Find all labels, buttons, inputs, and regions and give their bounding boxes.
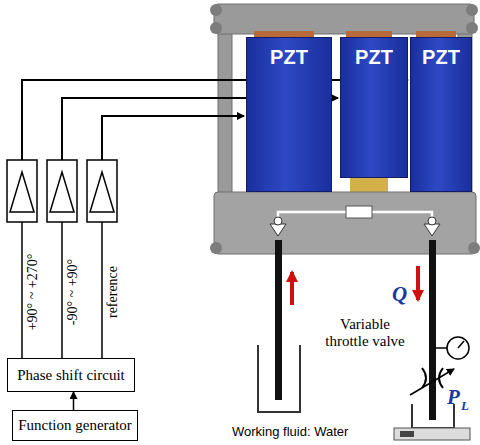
amplifier-box [87, 160, 117, 222]
piezo-stack: PZT [410, 37, 472, 192]
check-valve [270, 224, 286, 236]
signal-label: reference [106, 266, 120, 318]
phase-label: +90° ~ +270° [26, 254, 40, 331]
node-text: Function generator [18, 417, 132, 434]
top-plate [214, 4, 474, 34]
pump-chamber [346, 206, 372, 218]
circuit-box: Phase shift circuit [7, 358, 135, 392]
amplifier-box [47, 160, 77, 222]
valve-label: Variable throttle valve [320, 316, 410, 350]
node-text: PZT [247, 38, 331, 69]
amplifier-symbol [10, 172, 34, 212]
bolt [468, 242, 480, 254]
signal-arrow [73, 392, 75, 410]
node-text: PZT [411, 38, 471, 69]
signal-wire [101, 222, 103, 358]
piezo-stack: PZT [246, 37, 332, 192]
bolt [466, 22, 478, 34]
flow-arrow [290, 272, 294, 305]
pressure-gauge [447, 337, 469, 359]
scale-display [400, 431, 414, 437]
piezo-stack: PZT [340, 37, 408, 178]
valve-ball [274, 217, 282, 225]
outlet-pipe [429, 240, 436, 420]
node-text: PZT [341, 38, 407, 69]
inlet-pipe [275, 240, 282, 400]
pad [350, 178, 388, 192]
signal-wire [21, 222, 23, 358]
gauge-line [436, 347, 447, 349]
bolt [210, 4, 222, 16]
signal-wire [61, 222, 63, 358]
reservoir [258, 345, 300, 412]
node-text: Phase shift circuit [17, 367, 124, 384]
flow-symbol: Q [392, 282, 407, 307]
amplifier-symbol [90, 172, 114, 212]
amplifier-symbol [50, 172, 74, 212]
gauge-needle [458, 341, 464, 348]
pressure-symbol: P [447, 385, 460, 410]
throttle-symbol [422, 368, 426, 388]
pressure-subscript: L [461, 398, 469, 414]
bolt [210, 242, 222, 254]
drive-wire [102, 116, 244, 160]
bottom-plate [214, 192, 476, 254]
flow-arrow [416, 266, 420, 300]
housing-post [218, 30, 232, 198]
phase-label: -90° ~ +90° [66, 259, 80, 325]
bolt [466, 4, 478, 16]
generator-box: Function generator [12, 410, 138, 441]
valve-ball [428, 217, 436, 225]
check-valve [424, 224, 440, 236]
fluid-note: Working fluid: Water [232, 424, 348, 439]
scale [394, 428, 470, 440]
bolt [210, 22, 222, 34]
amplifier-box [7, 160, 37, 222]
